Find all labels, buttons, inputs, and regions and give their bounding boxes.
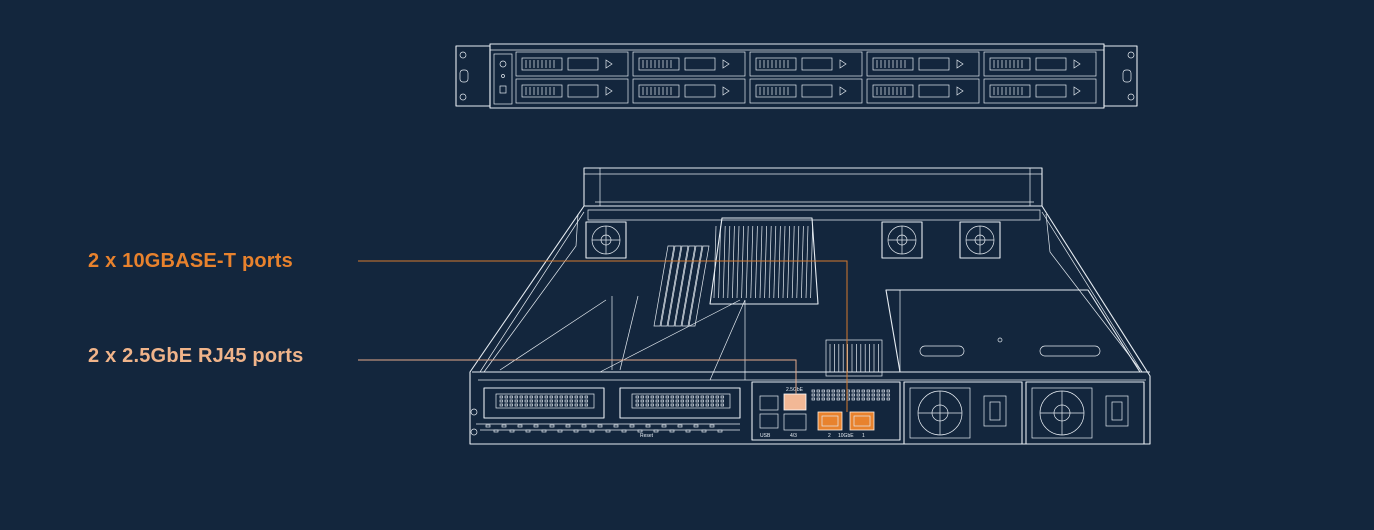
- psu-2-power-inlet: [1105, 395, 1129, 427]
- leader-line-2-5gbe: [358, 359, 797, 394]
- rj45-2-5gbe-port-top: [783, 393, 807, 411]
- drive-bay[interactable]: [749, 51, 863, 77]
- drive-latch-icon: [956, 86, 964, 96]
- callout-2-5gbe-label: 2 x 2.5GbE RJ45 ports: [88, 345, 304, 367]
- drive-bay[interactable]: [632, 51, 746, 77]
- front-view-chassis: [455, 43, 1138, 109]
- drive-latch-icon: [605, 86, 613, 96]
- leader-line-10gbase-t: [358, 260, 848, 412]
- front-panel: [489, 43, 1105, 109]
- drive-bay[interactable]: [866, 51, 980, 77]
- drive-latch-icon: [1073, 86, 1081, 96]
- drive-bay[interactable]: [983, 51, 1097, 77]
- control-panel: [493, 53, 513, 105]
- fan-module-left: [585, 221, 627, 259]
- usb-port-bottom: [759, 413, 779, 429]
- fan-module-center: [881, 221, 923, 259]
- left-ear-slot: [459, 69, 469, 83]
- pcie-slot-left: [483, 387, 605, 419]
- rj45-10gbe-port-2: [817, 411, 843, 431]
- drive-bay[interactable]: [983, 78, 1097, 104]
- id-button-icon: [499, 85, 507, 94]
- label-2-5gbe: 2.5GbE: [786, 387, 804, 393]
- io-panel: [751, 381, 901, 441]
- drive-latch-icon: [1073, 59, 1081, 69]
- chassis-outline: [469, 205, 1151, 445]
- fan-module-right: [959, 221, 1001, 259]
- memory-modules: [653, 245, 710, 327]
- psu-1-power-inlet: [983, 395, 1007, 427]
- label-10gbe: 10GbE: [838, 433, 854, 439]
- usb-port-top: [759, 395, 779, 411]
- label-port-4-3: 4/3: [790, 433, 797, 439]
- drive-latch-icon: [722, 59, 730, 69]
- drive-latch-icon: [605, 59, 613, 69]
- label-reset: Reset: [640, 433, 654, 439]
- pcie-slot-right: [619, 387, 741, 419]
- psu-1: [903, 381, 1023, 445]
- rj45-10gbe-port-1: [849, 411, 875, 431]
- power-button-icon: [499, 60, 507, 68]
- drive-bay[interactable]: [515, 51, 629, 77]
- drive-latch-icon: [839, 59, 847, 69]
- drive-bay[interactable]: [515, 78, 629, 104]
- drive-bay[interactable]: [632, 78, 746, 104]
- status-led-icon: [501, 74, 505, 78]
- chipset-heatsink: [825, 339, 883, 377]
- label-usb: USB: [760, 433, 771, 439]
- drive-latch-icon: [839, 86, 847, 96]
- rj45-2-5gbe-port-bottom: [783, 413, 807, 431]
- callout-10gbase-t-label: 2 x 10GBASE-T ports: [88, 250, 293, 272]
- drive-bays: [515, 51, 1097, 104]
- right-ear-slot: [1122, 69, 1132, 83]
- psu-handle-slot: [919, 345, 965, 357]
- io-vent: [811, 389, 890, 401]
- drive-latch-icon: [722, 86, 730, 96]
- drive-bay[interactable]: [866, 78, 980, 104]
- rear-vent-row: [485, 424, 723, 433]
- drive-bay[interactable]: [749, 78, 863, 104]
- left-rack-ear: [455, 45, 491, 107]
- label-port-2: 2: [828, 433, 831, 439]
- rear-view-chassis: 2.5GbE 10GbE 2 1 4/3 Reset USB: [469, 167, 1151, 445]
- psu-cage: [885, 289, 1141, 373]
- psu-2: [1025, 381, 1145, 445]
- right-rack-ear: [1103, 45, 1138, 107]
- drive-latch-icon: [956, 59, 964, 69]
- label-port-1: 1: [862, 433, 865, 439]
- cpu-heatsink: [709, 217, 819, 305]
